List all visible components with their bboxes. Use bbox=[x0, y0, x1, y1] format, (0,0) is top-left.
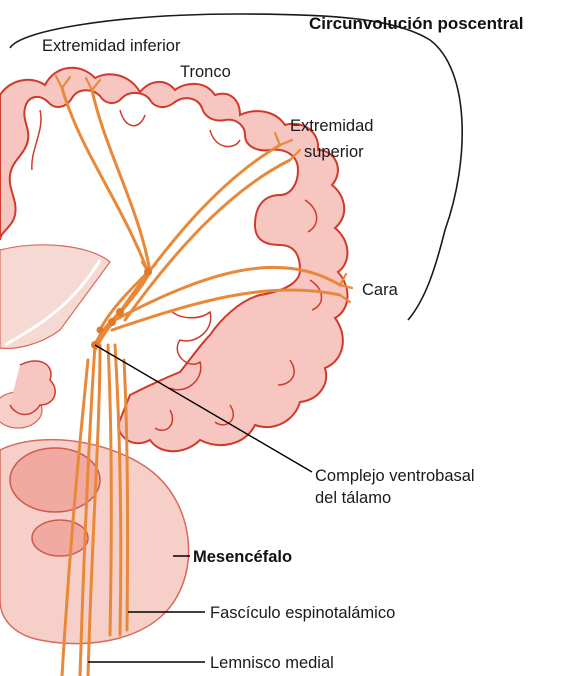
gyrus-label: Circunvolución poscentral bbox=[309, 14, 523, 33]
lower-limb-label: Extremidad inferior bbox=[42, 37, 181, 55]
face-label: Cara bbox=[362, 281, 399, 299]
thalamus-label-1: Complejo ventrobasal bbox=[315, 467, 475, 485]
spinothalamic-label: Fascículo espinotalámico bbox=[210, 604, 395, 622]
trunk-label: Tronco bbox=[180, 63, 231, 81]
midbrain-label: Mesencéfalo bbox=[193, 548, 292, 566]
thalamus-label-2: del tálamo bbox=[315, 489, 391, 507]
medial-lemniscus-label: Lemnisco medial bbox=[210, 654, 334, 672]
upper-limb-label-1: Extremidad bbox=[290, 117, 373, 135]
upper-limb-label-2: superior bbox=[304, 143, 364, 161]
